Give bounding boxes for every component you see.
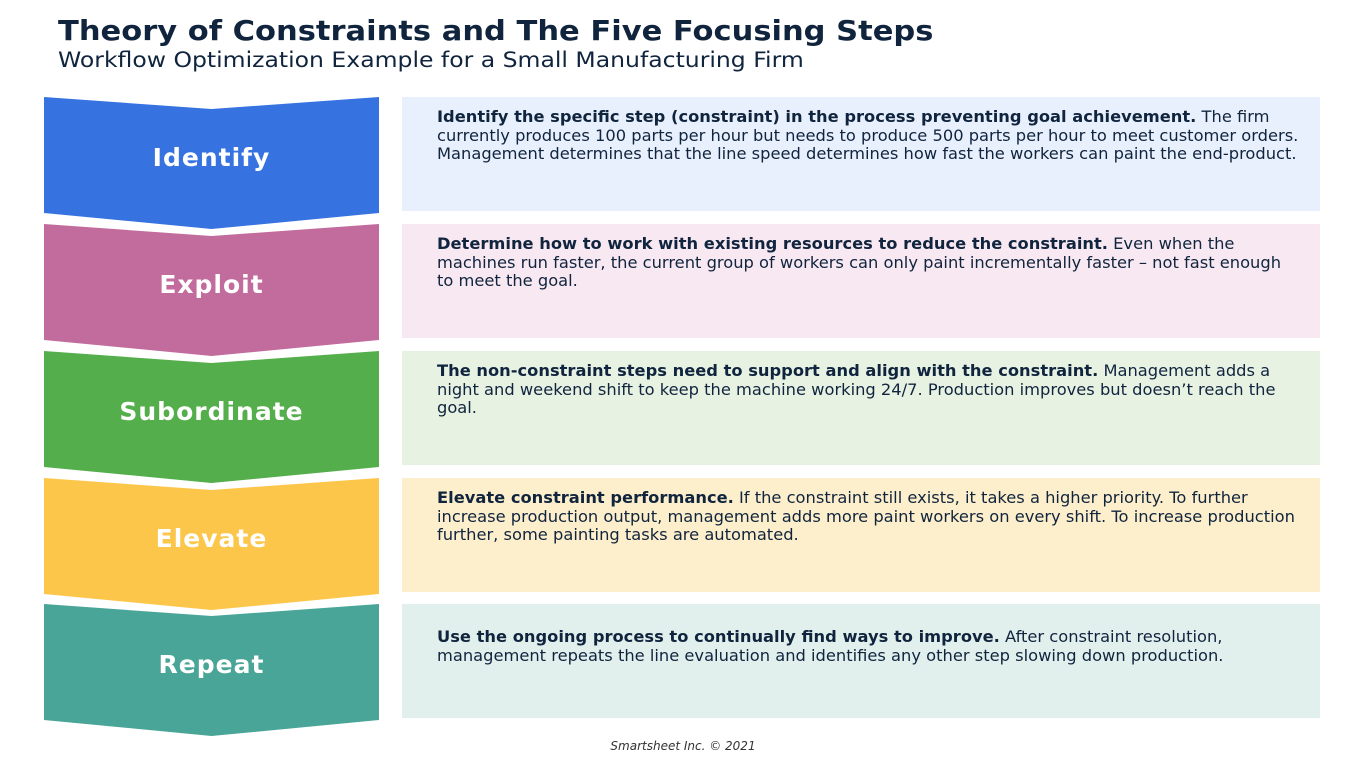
step-label-identify: Identify <box>152 142 271 172</box>
step-body-identify: The firm currently produces 100 parts pe… <box>437 107 1299 163</box>
page-subtitle: Workflow Optimization Example for a Smal… <box>58 48 804 72</box>
step-label-subordinate: Subordinate <box>119 396 304 426</box>
step-subordinate: Subordinate The non-constraint steps nee… <box>0 351 1366 485</box>
step-description-subordinate: The non-constraint steps need to support… <box>402 351 1320 465</box>
step-body-elevate: If the constraint still exists, it takes… <box>437 488 1295 544</box>
copyright-footer: Smartsheet Inc. © 2021 <box>610 739 756 753</box>
step-lead-repeat: Use the ongoing process to continually f… <box>437 627 1000 646</box>
step-lead-identify: Identify the specific step (constraint) … <box>437 107 1197 126</box>
step-description-elevate: Elevate constraint performance. If the c… <box>402 478 1320 592</box>
chevron-shape-identify <box>44 97 379 229</box>
chevron-exploit: Exploit <box>44 224 379 356</box>
chevron-repeat: Repeat <box>44 604 379 736</box>
step-label-repeat: Repeat <box>158 649 265 679</box>
step-description-exploit: Determine how to work with existing reso… <box>402 224 1320 338</box>
step-body-exploit: Even when the machines run faster, the c… <box>437 234 1282 290</box>
step-lead-elevate: Elevate constraint performance. <box>437 488 734 507</box>
step-identify: Identify Identify the specific step (con… <box>0 97 1366 231</box>
chevron-subordinate: Subordinate <box>44 351 379 483</box>
step-body-repeat: After constraint resolution, management … <box>437 627 1224 665</box>
step-elevate: Elevate Elevate constraint performance. … <box>0 478 1366 612</box>
chevron-shape-repeat <box>44 604 379 736</box>
step-label-exploit: Exploit <box>159 269 264 299</box>
chevron-shape-exploit <box>44 224 379 356</box>
step-label-elevate: Elevate <box>155 523 268 553</box>
chevron-shape-elevate <box>44 478 379 610</box>
chevron-shape-subordinate <box>44 351 379 483</box>
step-body-subordinate: Management adds a night and weekend shif… <box>437 361 1276 417</box>
step-lead-exploit: Determine how to work with existing reso… <box>437 234 1108 253</box>
step-lead-subordinate: The non-constraint steps need to support… <box>437 361 1099 380</box>
chevron-identify: Identify <box>44 97 379 229</box>
chevron-elevate: Elevate <box>44 478 379 610</box>
step-description-repeat: Use the ongoing process to continually f… <box>402 604 1320 718</box>
page-title: Theory of Constraints and The Five Focus… <box>58 14 934 47</box>
step-exploit: Exploit Determine how to work with exist… <box>0 224 1366 358</box>
step-description-identify: Identify the specific step (constraint) … <box>402 97 1320 211</box>
step-repeat: Repeat Use the ongoing process to contin… <box>0 604 1366 738</box>
